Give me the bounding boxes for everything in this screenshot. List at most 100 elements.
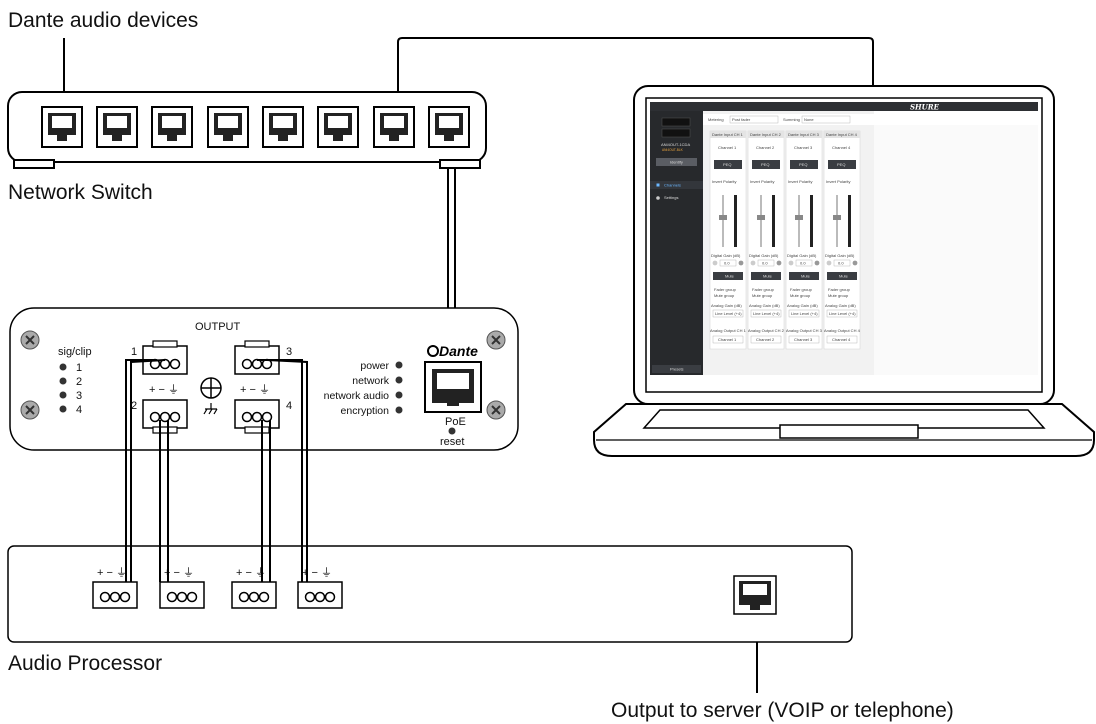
gain-minus-icon[interactable] [826, 260, 832, 266]
poe-label: PoE [445, 416, 466, 428]
channel-header: Dante Input CH 1 [712, 132, 744, 137]
status-network-label: network [352, 375, 390, 387]
fader-handle[interactable] [833, 215, 841, 220]
gain-minus-icon[interactable] [750, 260, 756, 266]
fader-group[interactable]: Fader group [828, 287, 851, 292]
audio-processor: + − ⏚ + − ⏚ + − ⏚ + − ⏚ [7, 545, 853, 643]
metering-select[interactable] [729, 115, 779, 124]
output-terminal-2 [142, 399, 188, 434]
port-number-4: 4 [286, 400, 292, 412]
line-level-select[interactable] [826, 309, 858, 318]
channel-name[interactable]: Channel 2 [756, 145, 775, 150]
mute-button[interactable] [789, 272, 819, 280]
dante-logo-icon: Dante [427, 343, 478, 359]
output-name: Channel 3 [794, 337, 813, 342]
output-name-box[interactable] [788, 335, 820, 344]
app-sidebar [650, 111, 703, 375]
fader-group[interactable]: Fader group [790, 287, 813, 292]
nav-channels-item[interactable] [650, 181, 703, 189]
mute-group[interactable]: Mute group [752, 293, 773, 298]
sig-led-2-icon [59, 377, 67, 385]
channel-name[interactable]: Channel 4 [832, 145, 851, 150]
mute-button[interactable] [827, 272, 857, 280]
invert-polarity[interactable]: Invert Polarity [826, 179, 850, 184]
invert-polarity[interactable]: Invert Polarity [712, 179, 736, 184]
polarity-label-right: + − ⏚ [240, 383, 270, 396]
output-name-box[interactable] [826, 335, 858, 344]
switch-port-7 [373, 106, 415, 148]
invert-polarity[interactable]: Invert Polarity [788, 179, 812, 184]
mute-label: Mute [839, 274, 849, 279]
sig-led-2-label: 2 [76, 376, 82, 388]
gain-value-box[interactable] [719, 259, 737, 267]
gain-value-box[interactable] [757, 259, 775, 267]
peq-label: PEQ [761, 162, 769, 167]
gain-minus-icon[interactable] [788, 260, 794, 266]
presets-bar[interactable] [652, 365, 701, 373]
output-name-box[interactable] [712, 335, 744, 344]
line-level-value: Line Level (+4) [791, 311, 818, 316]
sig-led-3-icon [59, 391, 67, 399]
mute-group[interactable]: Mute group [790, 293, 811, 298]
mute-button[interactable] [751, 272, 781, 280]
gain-plus-icon[interactable] [738, 260, 744, 266]
peq-button[interactable] [790, 160, 818, 169]
nav-settings-label[interactable]: Settings [664, 195, 678, 200]
mute-group[interactable]: Mute group [714, 293, 735, 298]
sig-led-1-icon [59, 363, 67, 371]
settings-gear-icon [656, 196, 660, 200]
channel-header: Dante Input CH 2 [750, 132, 782, 137]
switch-port-6 [317, 106, 359, 148]
analog-gain-label: Analog Gain (dB) [711, 303, 742, 308]
meter-bar [810, 195, 813, 247]
ground-symbol-icon [200, 377, 222, 415]
line-level-select[interactable] [788, 309, 820, 318]
fader-handle[interactable] [757, 215, 765, 220]
invert-polarity[interactable]: Invert Polarity [750, 179, 774, 184]
screw-bottom-right-icon [486, 400, 506, 420]
gain-plus-icon[interactable] [814, 260, 820, 266]
summing-select[interactable] [801, 115, 851, 124]
line-level-select[interactable] [712, 309, 744, 318]
switch-foot-right [439, 159, 481, 169]
processor-polarity-1: + − ⏚ [97, 566, 127, 579]
peq-button[interactable] [752, 160, 780, 169]
analog-output-label: Analog Output CH 4 [824, 328, 861, 333]
identify-button[interactable] [656, 158, 697, 166]
peq-button[interactable] [828, 160, 856, 169]
processor-rj45-port [733, 575, 777, 615]
digital-gain-label: Digital Gain (dB) [749, 253, 779, 258]
gain-value-box[interactable] [833, 259, 851, 267]
switch-to-laptop-cable [397, 37, 874, 120]
status-encryption-label: encryption [341, 405, 390, 417]
sig-led-1-label: 1 [76, 362, 82, 374]
summing-value: None [804, 117, 814, 122]
sig-led-4-icon [59, 405, 67, 413]
digital-gain-label: Digital Gain (dB) [711, 253, 741, 258]
output-name-box[interactable] [750, 335, 782, 344]
status-encryption-led-icon [395, 406, 403, 414]
fader-handle[interactable] [795, 215, 803, 220]
fader-group[interactable]: Fader group [714, 287, 737, 292]
mute-label: Mute [763, 274, 773, 279]
mute-label: Mute [801, 274, 811, 279]
shure-logo: SHURE [910, 103, 940, 112]
peq-button[interactable] [714, 160, 742, 169]
fader-group[interactable]: Fader group [752, 287, 775, 292]
channel-name[interactable]: Channel 1 [718, 145, 737, 150]
channel-name[interactable]: Channel 3 [794, 145, 813, 150]
fader-handle[interactable] [719, 215, 727, 220]
gain-value-box[interactable] [795, 259, 813, 267]
line-level-select[interactable] [750, 309, 782, 318]
channel-strip-3: Dante Input CH 3 Channel 3 PEQ Invert Po… [785, 130, 823, 350]
switch-foot-left [13, 159, 55, 169]
gain-minus-icon[interactable] [712, 260, 718, 266]
status-power-label: power [360, 360, 389, 372]
gain-value: 0.0 [838, 261, 844, 266]
mute-button[interactable] [713, 272, 743, 280]
mute-group[interactable]: Mute group [828, 293, 849, 298]
gain-plus-icon[interactable] [776, 260, 782, 266]
gain-plus-icon[interactable] [852, 260, 858, 266]
processor-input-1 [92, 581, 138, 609]
